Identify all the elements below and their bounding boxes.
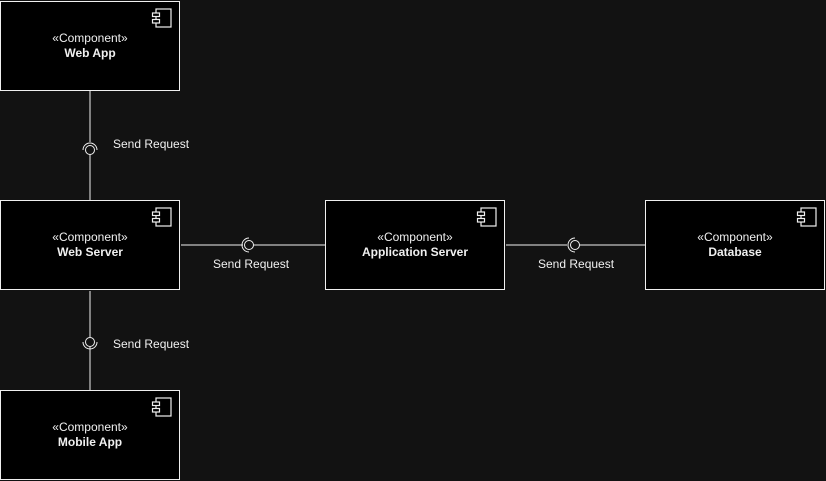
required-interface-socket [567,237,576,253]
connector-appserver-database [506,237,645,253]
component-icon [151,397,172,417]
component-mobile-app[interactable]: «Component» Mobile App [0,390,180,480]
required-interface-socket [241,237,250,253]
required-interface-socket [82,142,98,151]
component-stereotype: «Component» [52,420,128,434]
component-name: Database [708,245,762,259]
component-stereotype: «Component» [697,230,773,244]
connector-webapp-webserver [82,91,98,200]
component-web-app[interactable]: «Component» Web App [0,1,180,91]
component-stereotype: «Component» [52,230,128,244]
provided-interface-ball [244,240,254,250]
provided-interface-ball [85,145,95,155]
component-application-server[interactable]: «Component» Application Server [325,200,505,290]
component-name: Application Server [361,245,469,259]
component-stereotype: «Component» [377,230,453,244]
component-name: Web Server [57,245,123,259]
component-icon [151,8,172,28]
component-stereotype: «Component» [52,31,128,45]
provided-interface-ball [570,240,580,250]
connector-label-webserver-appserver: Send Request [213,257,290,271]
connector-webserver-mobileapp [82,291,98,390]
component-name: Web App [64,46,116,60]
connector-label-webapp-webserver: Send Request [113,137,190,151]
connector-label-webserver-mobileapp: Send Request [113,337,190,351]
component-database[interactable]: «Component» Database [645,200,825,290]
connector-label-appserver-database: Send Request [538,257,615,271]
component-name: Mobile App [57,435,123,449]
provided-interface-ball [85,337,95,347]
component-web-server[interactable]: «Component» Web Server [0,200,180,290]
component-icon [796,207,817,227]
component-icon [476,207,497,227]
required-interface-socket [82,341,98,350]
component-icon [151,207,172,227]
connector-webserver-appserver [181,237,325,253]
